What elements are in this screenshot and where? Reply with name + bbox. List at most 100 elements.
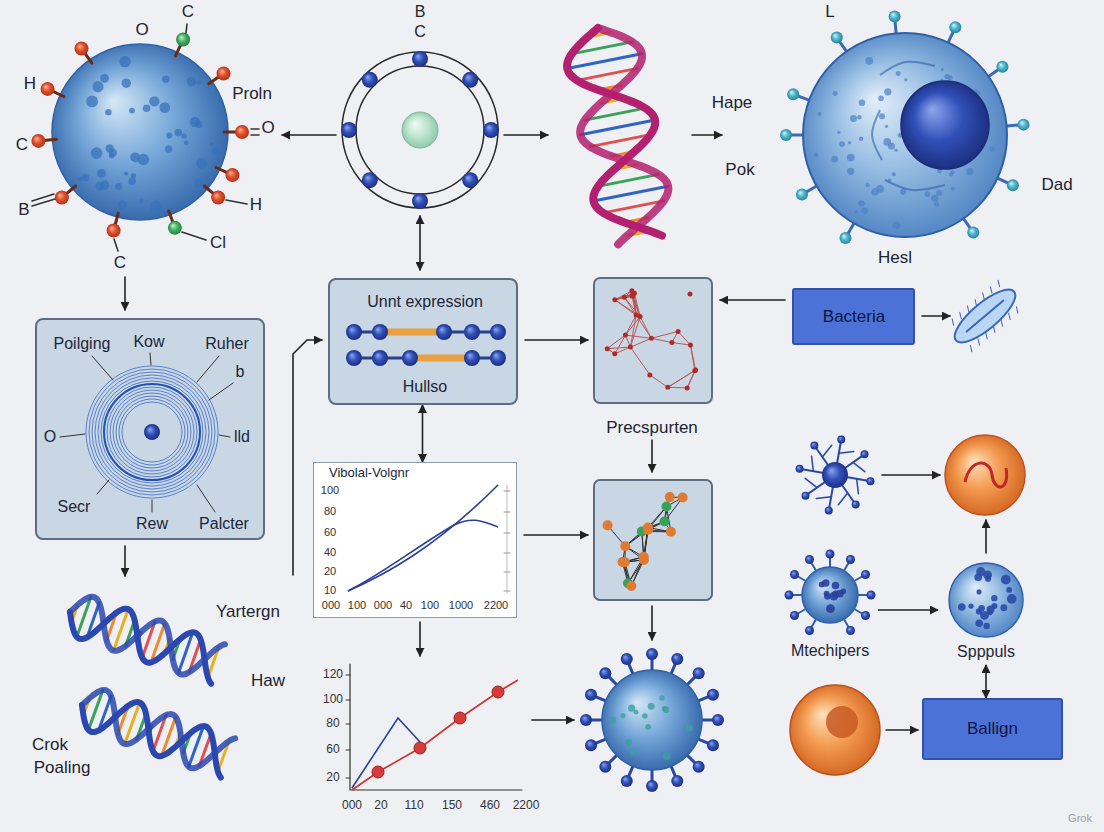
texture-dot: [663, 706, 670, 713]
texture-dot: [195, 121, 202, 128]
bond-line: [251, 128, 259, 130]
dendrite: [822, 445, 831, 457]
cell-nucleus: [901, 81, 989, 169]
spike-tip: [585, 739, 597, 751]
leader-line: [197, 485, 215, 512]
network-link: [615, 295, 632, 300]
data-line: [348, 520, 498, 591]
leader-line: [60, 434, 85, 437]
leader-line: [97, 480, 109, 494]
chart-gridline: [507, 485, 508, 593]
spike-tip: [805, 555, 814, 564]
spike-tip: [646, 648, 658, 660]
texture-dot: [848, 141, 851, 144]
flow-connector: [878, 609, 938, 611]
spike-tip: [840, 232, 852, 244]
electron: [412, 51, 428, 67]
texture-dot: [948, 75, 953, 80]
axis-tick: [346, 750, 350, 751]
dendrite-tip: [860, 450, 868, 458]
texture-dot: [210, 142, 214, 146]
ring-line: [122, 402, 182, 462]
part-label: Yartergn: [216, 603, 280, 622]
network-link: [690, 345, 694, 371]
network-link: [678, 331, 690, 345]
atom-label: O: [135, 21, 148, 40]
atom-ball: [74, 41, 88, 55]
texture-dot: [1000, 604, 1007, 611]
texture-dot: [184, 141, 188, 145]
flagellum: [1014, 307, 1020, 314]
texture-dot: [143, 104, 151, 112]
part-label: Ruher: [205, 335, 249, 353]
leader-line: [152, 500, 153, 512]
part-label: L: [825, 3, 834, 22]
cell-label: Spppuls: [957, 643, 1015, 661]
network-node: [623, 333, 628, 338]
chain-bead: [402, 350, 418, 366]
network-link: [615, 293, 635, 300]
dendrite-tip: [796, 465, 804, 473]
texture-dot: [819, 582, 825, 588]
texture-dot: [645, 724, 651, 730]
electron: [362, 172, 378, 188]
axis-tick: [504, 491, 510, 492]
cell-body: [802, 567, 858, 623]
dendrite-tip: [810, 442, 818, 450]
texture-dot: [859, 100, 866, 107]
texture-dot: [150, 201, 162, 213]
leader-line: [150, 353, 151, 365]
electron: [412, 193, 428, 209]
chain-bead: [490, 324, 506, 340]
bacterium-core: [967, 301, 1004, 332]
texture-dot: [175, 129, 183, 137]
box-label: Hullso: [403, 378, 447, 396]
cell-squiggle: [965, 463, 1007, 487]
texture-dot: [904, 78, 907, 81]
texture-dot: [115, 183, 122, 190]
molecule-sphere: [52, 44, 228, 220]
dendritic-cell-illustration: [796, 436, 875, 515]
atom-label: B: [18, 201, 29, 220]
axis-tick: [504, 591, 510, 592]
texture-dot: [861, 208, 868, 215]
flow-arrow: [886, 729, 918, 731]
network-node: [693, 367, 698, 372]
texture-dot: [630, 748, 637, 755]
network-link: [668, 370, 696, 387]
texture-dot: [97, 169, 106, 178]
texture-dot: [128, 177, 136, 185]
ring-line: [98, 378, 206, 486]
spike-tip: [780, 129, 792, 141]
spike-tip: [949, 21, 961, 33]
part-label: Dad: [1041, 176, 1072, 195]
texture-dot: [187, 77, 197, 87]
axis-tick-label: 40: [324, 546, 336, 558]
spike-tip: [831, 32, 843, 44]
axis-tick-label: 150: [442, 799, 462, 812]
electron: [462, 172, 478, 188]
dendrite: [812, 456, 814, 471]
texture-dot: [857, 115, 861, 119]
process-box: Bacteria: [792, 288, 915, 345]
flow-arrow: [504, 134, 548, 136]
spike-tip: [846, 626, 855, 635]
axis-tick-label: 2200: [513, 799, 540, 812]
texture-dot: [196, 158, 207, 169]
spike-tip: [585, 689, 597, 701]
network-node: [669, 340, 674, 345]
electron-shell: [342, 52, 498, 208]
spike-tip: [889, 10, 901, 22]
texture-dot: [1006, 587, 1012, 593]
texture-dot: [212, 147, 219, 154]
texture-dot: [839, 141, 845, 147]
network-node: [678, 492, 688, 502]
network-panel: [594, 278, 712, 403]
base-pair: [580, 120, 655, 135]
atom-ball: [176, 33, 190, 47]
texture-dot: [941, 68, 944, 71]
texture-dot: [100, 180, 109, 189]
texture-dot: [878, 96, 884, 102]
axis-tick: [504, 553, 510, 554]
texture-dot: [958, 603, 966, 611]
